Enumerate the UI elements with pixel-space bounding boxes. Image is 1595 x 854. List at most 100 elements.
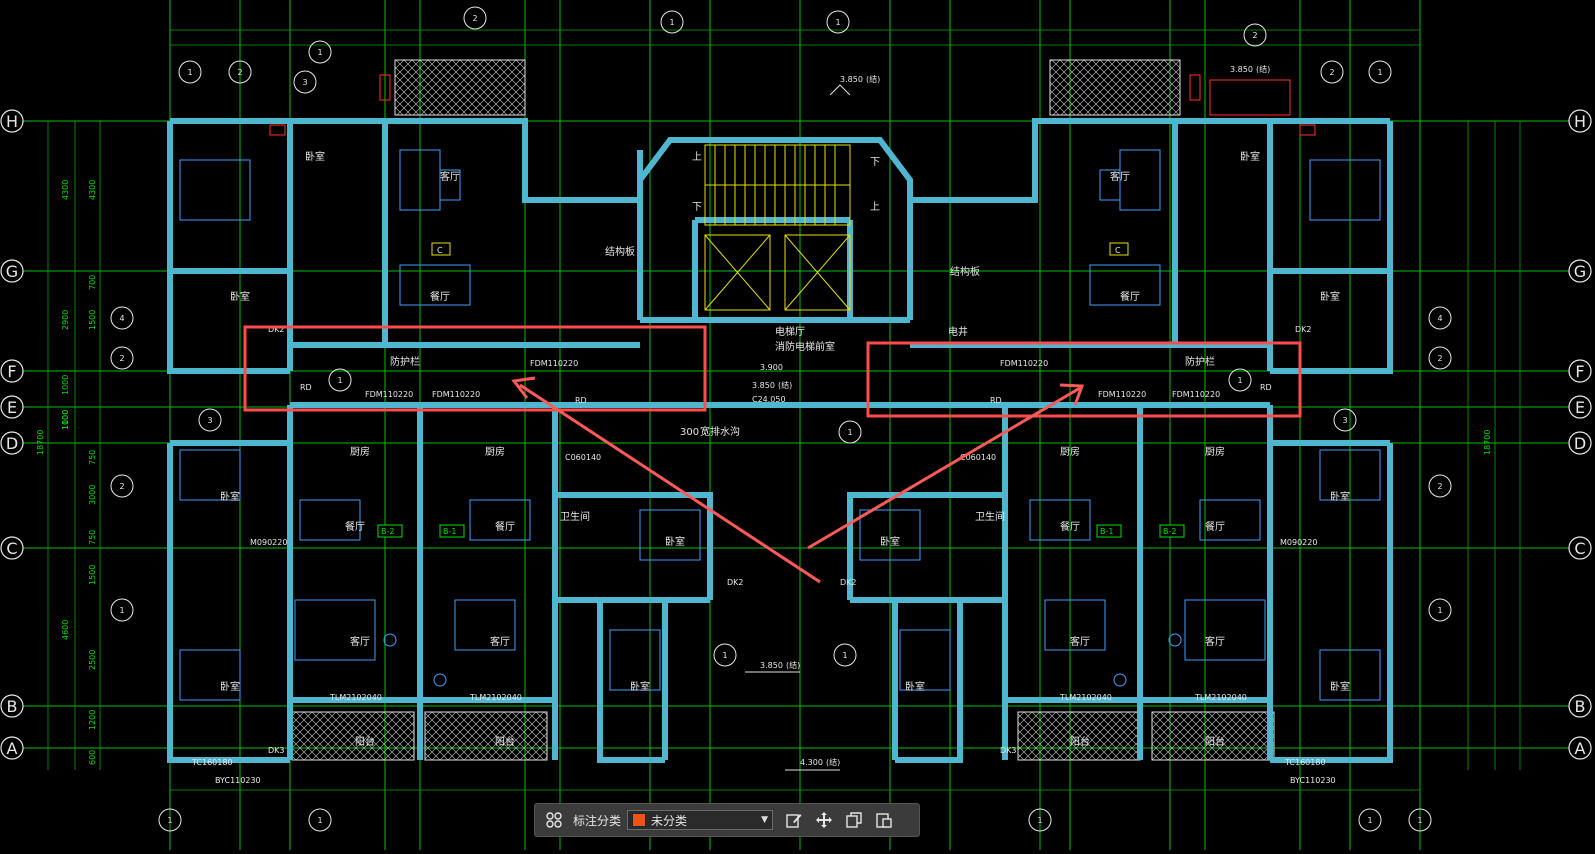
svg-text:上: 上 (870, 201, 880, 213)
svg-text:RD: RD (575, 396, 587, 405)
svg-text:M090220: M090220 (1280, 538, 1317, 547)
svg-text:防护栏: 防护栏 (1185, 355, 1215, 368)
walls (167, 118, 1393, 763)
svg-text:C: C (1574, 539, 1585, 558)
svg-text:客厅: 客厅 (490, 635, 510, 648)
svg-text:C24.050: C24.050 (752, 395, 786, 404)
svg-text:C: C (6, 539, 17, 558)
paste-icon[interactable] (873, 809, 895, 831)
svg-text:餐厅: 餐厅 (430, 290, 450, 303)
svg-text:750: 750 (88, 450, 97, 465)
category-grid-icon[interactable] (543, 809, 565, 831)
svg-text:厨房: 厨房 (350, 445, 370, 458)
svg-text:C: C (437, 246, 443, 255)
svg-text:1: 1 (167, 816, 172, 825)
svg-text:FDM110220: FDM110220 (1172, 390, 1220, 399)
dimension-text-left: 4300 4300 700 2900 1500 1000 1100 750 10… (36, 180, 1492, 765)
svg-text:600: 600 (88, 750, 97, 765)
svg-text:4.300: 4.300 (800, 758, 823, 767)
svg-text:(结): (结) (786, 660, 800, 670)
svg-text:卧室: 卧室 (1320, 290, 1340, 303)
svg-text:D: D (1574, 434, 1586, 453)
svg-text:电梯厅: 电梯厅 (775, 325, 805, 338)
svg-text:厨房: 厨房 (1205, 445, 1225, 458)
unit-type-tags: C C B-2 B-1 B-1 B-2 (377, 242, 1185, 538)
svg-text:E: E (1575, 398, 1585, 417)
svg-text:300: 300 (680, 427, 699, 438)
annotation-toolbar: 标注分类 未分类 ▼ (534, 803, 920, 837)
balcony-hatches (291, 59, 1275, 761)
svg-text:1: 1 (337, 376, 342, 385)
svg-text:TLM2102040: TLM2102040 (1194, 693, 1247, 702)
svg-text:4300: 4300 (88, 180, 97, 200)
svg-text:上: 上 (692, 151, 702, 163)
svg-text:1500: 1500 (88, 310, 97, 330)
svg-text:3.850: 3.850 (840, 75, 863, 84)
svg-text:3: 3 (1342, 416, 1347, 425)
svg-text:E: E (7, 398, 17, 417)
svg-text:C: C (1115, 246, 1121, 255)
svg-text:消防电梯前室: 消防电梯前室 (775, 340, 835, 353)
svg-text:下: 下 (692, 202, 702, 213)
svg-text:4600: 4600 (61, 620, 70, 640)
svg-text:卧室: 卧室 (1330, 490, 1350, 503)
svg-text:(结): (结) (866, 74, 880, 84)
svg-text:TC160180: TC160180 (1284, 758, 1326, 767)
door-window-codes: FDM110220 FDM110220 FDM110220 FDM110220 … (191, 325, 1336, 785)
svg-text:卧室: 卧室 (880, 535, 900, 548)
svg-text:G: G (1574, 262, 1586, 281)
svg-text:1000: 1000 (61, 375, 70, 395)
svg-text:卧室: 卧室 (1330, 680, 1350, 693)
svg-text:RD: RD (300, 383, 312, 392)
svg-text:F: F (1575, 362, 1584, 381)
svg-text:1: 1 (835, 18, 840, 27)
svg-text:4: 4 (1437, 314, 1442, 323)
svg-text:TLM2102040: TLM2102040 (329, 693, 382, 702)
svg-text:FDM110220: FDM110220 (530, 359, 578, 368)
svg-text:1: 1 (1437, 606, 1442, 615)
svg-text:餐厅: 餐厅 (1060, 520, 1080, 533)
chevron-down-icon: ▼ (761, 815, 769, 825)
svg-text:B: B (7, 697, 18, 716)
svg-text:客厅: 客厅 (1205, 635, 1225, 648)
svg-text:下: 下 (870, 157, 880, 168)
edit-icon[interactable] (783, 809, 805, 831)
svg-text:RD: RD (1260, 383, 1272, 392)
svg-text:2: 2 (1437, 482, 1442, 491)
svg-text:餐厅: 餐厅 (345, 520, 365, 533)
copy-icon[interactable] (843, 809, 865, 831)
svg-text:(结): (结) (778, 380, 792, 390)
svg-text:TC160180: TC160180 (191, 758, 233, 767)
highlight-box-left (243, 325, 707, 412)
svg-text:3: 3 (302, 78, 307, 87)
svg-text:卧室: 卧室 (220, 680, 240, 693)
svg-text:G: G (6, 262, 18, 281)
svg-text:(结): (结) (1256, 64, 1270, 74)
move-icon[interactable] (813, 809, 835, 831)
svg-text:2: 2 (119, 482, 124, 491)
category-select[interactable]: 未分类 ▼ (627, 810, 774, 830)
svg-text:卧室: 卧室 (305, 150, 325, 163)
axis-markers-left: H G F E D C B A (0, 109, 24, 760)
svg-text:B-1: B-1 (1100, 527, 1113, 536)
svg-text:18700: 18700 (36, 430, 45, 455)
svg-text:FDM110220: FDM110220 (432, 390, 480, 399)
svg-text:3.900: 3.900 (760, 363, 783, 372)
svg-text:餐厅: 餐厅 (1120, 290, 1140, 303)
highlight-annotations[interactable] (243, 325, 1302, 584)
svg-text:A: A (7, 739, 18, 758)
svg-text:2: 2 (1252, 31, 1257, 40)
svg-text:卫生间: 卫生间 (975, 510, 1005, 523)
svg-text:阳台: 阳台 (1205, 735, 1225, 748)
svg-text:卧室: 卧室 (905, 680, 925, 693)
highlight-box-right (866, 341, 1302, 418)
svg-text:卧室: 卧室 (630, 680, 650, 693)
svg-text:结构板: 结构板 (605, 245, 635, 258)
svg-text:FDM110220: FDM110220 (1000, 359, 1048, 368)
svg-text:厨房: 厨房 (485, 445, 505, 458)
svg-text:RD: RD (990, 396, 1002, 405)
svg-text:B-2: B-2 (1163, 527, 1176, 536)
svg-text:1: 1 (1037, 816, 1042, 825)
